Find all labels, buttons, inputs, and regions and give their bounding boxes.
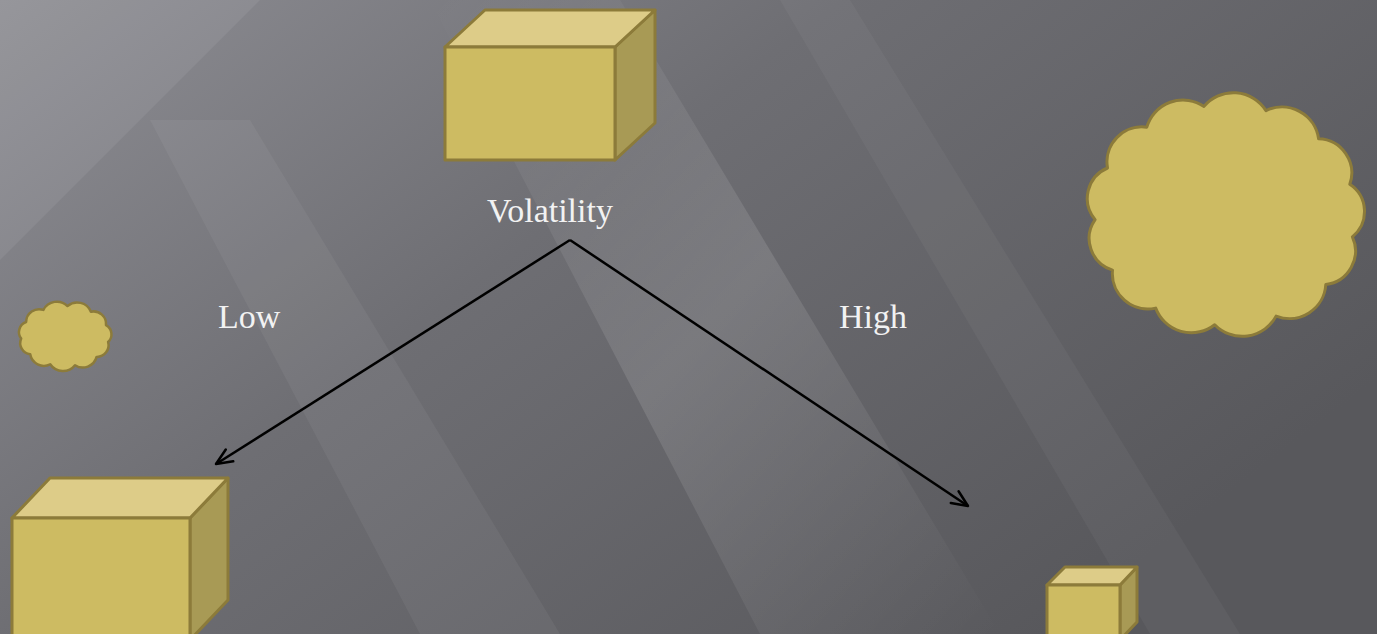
branch-label: High [839, 297, 907, 337]
cube-front [445, 47, 615, 160]
branch-label: Low [218, 297, 280, 337]
arrow [570, 240, 968, 506]
cloud [19, 302, 111, 371]
arrow [216, 240, 570, 464]
cloud [1087, 93, 1364, 337]
cube-top [445, 10, 655, 47]
cube-node: Volatility [443, 8, 657, 231]
node-heading: Volatility [443, 191, 657, 231]
cube [12, 478, 228, 634]
cube [1047, 567, 1137, 634]
background-streak [430, 0, 1000, 634]
